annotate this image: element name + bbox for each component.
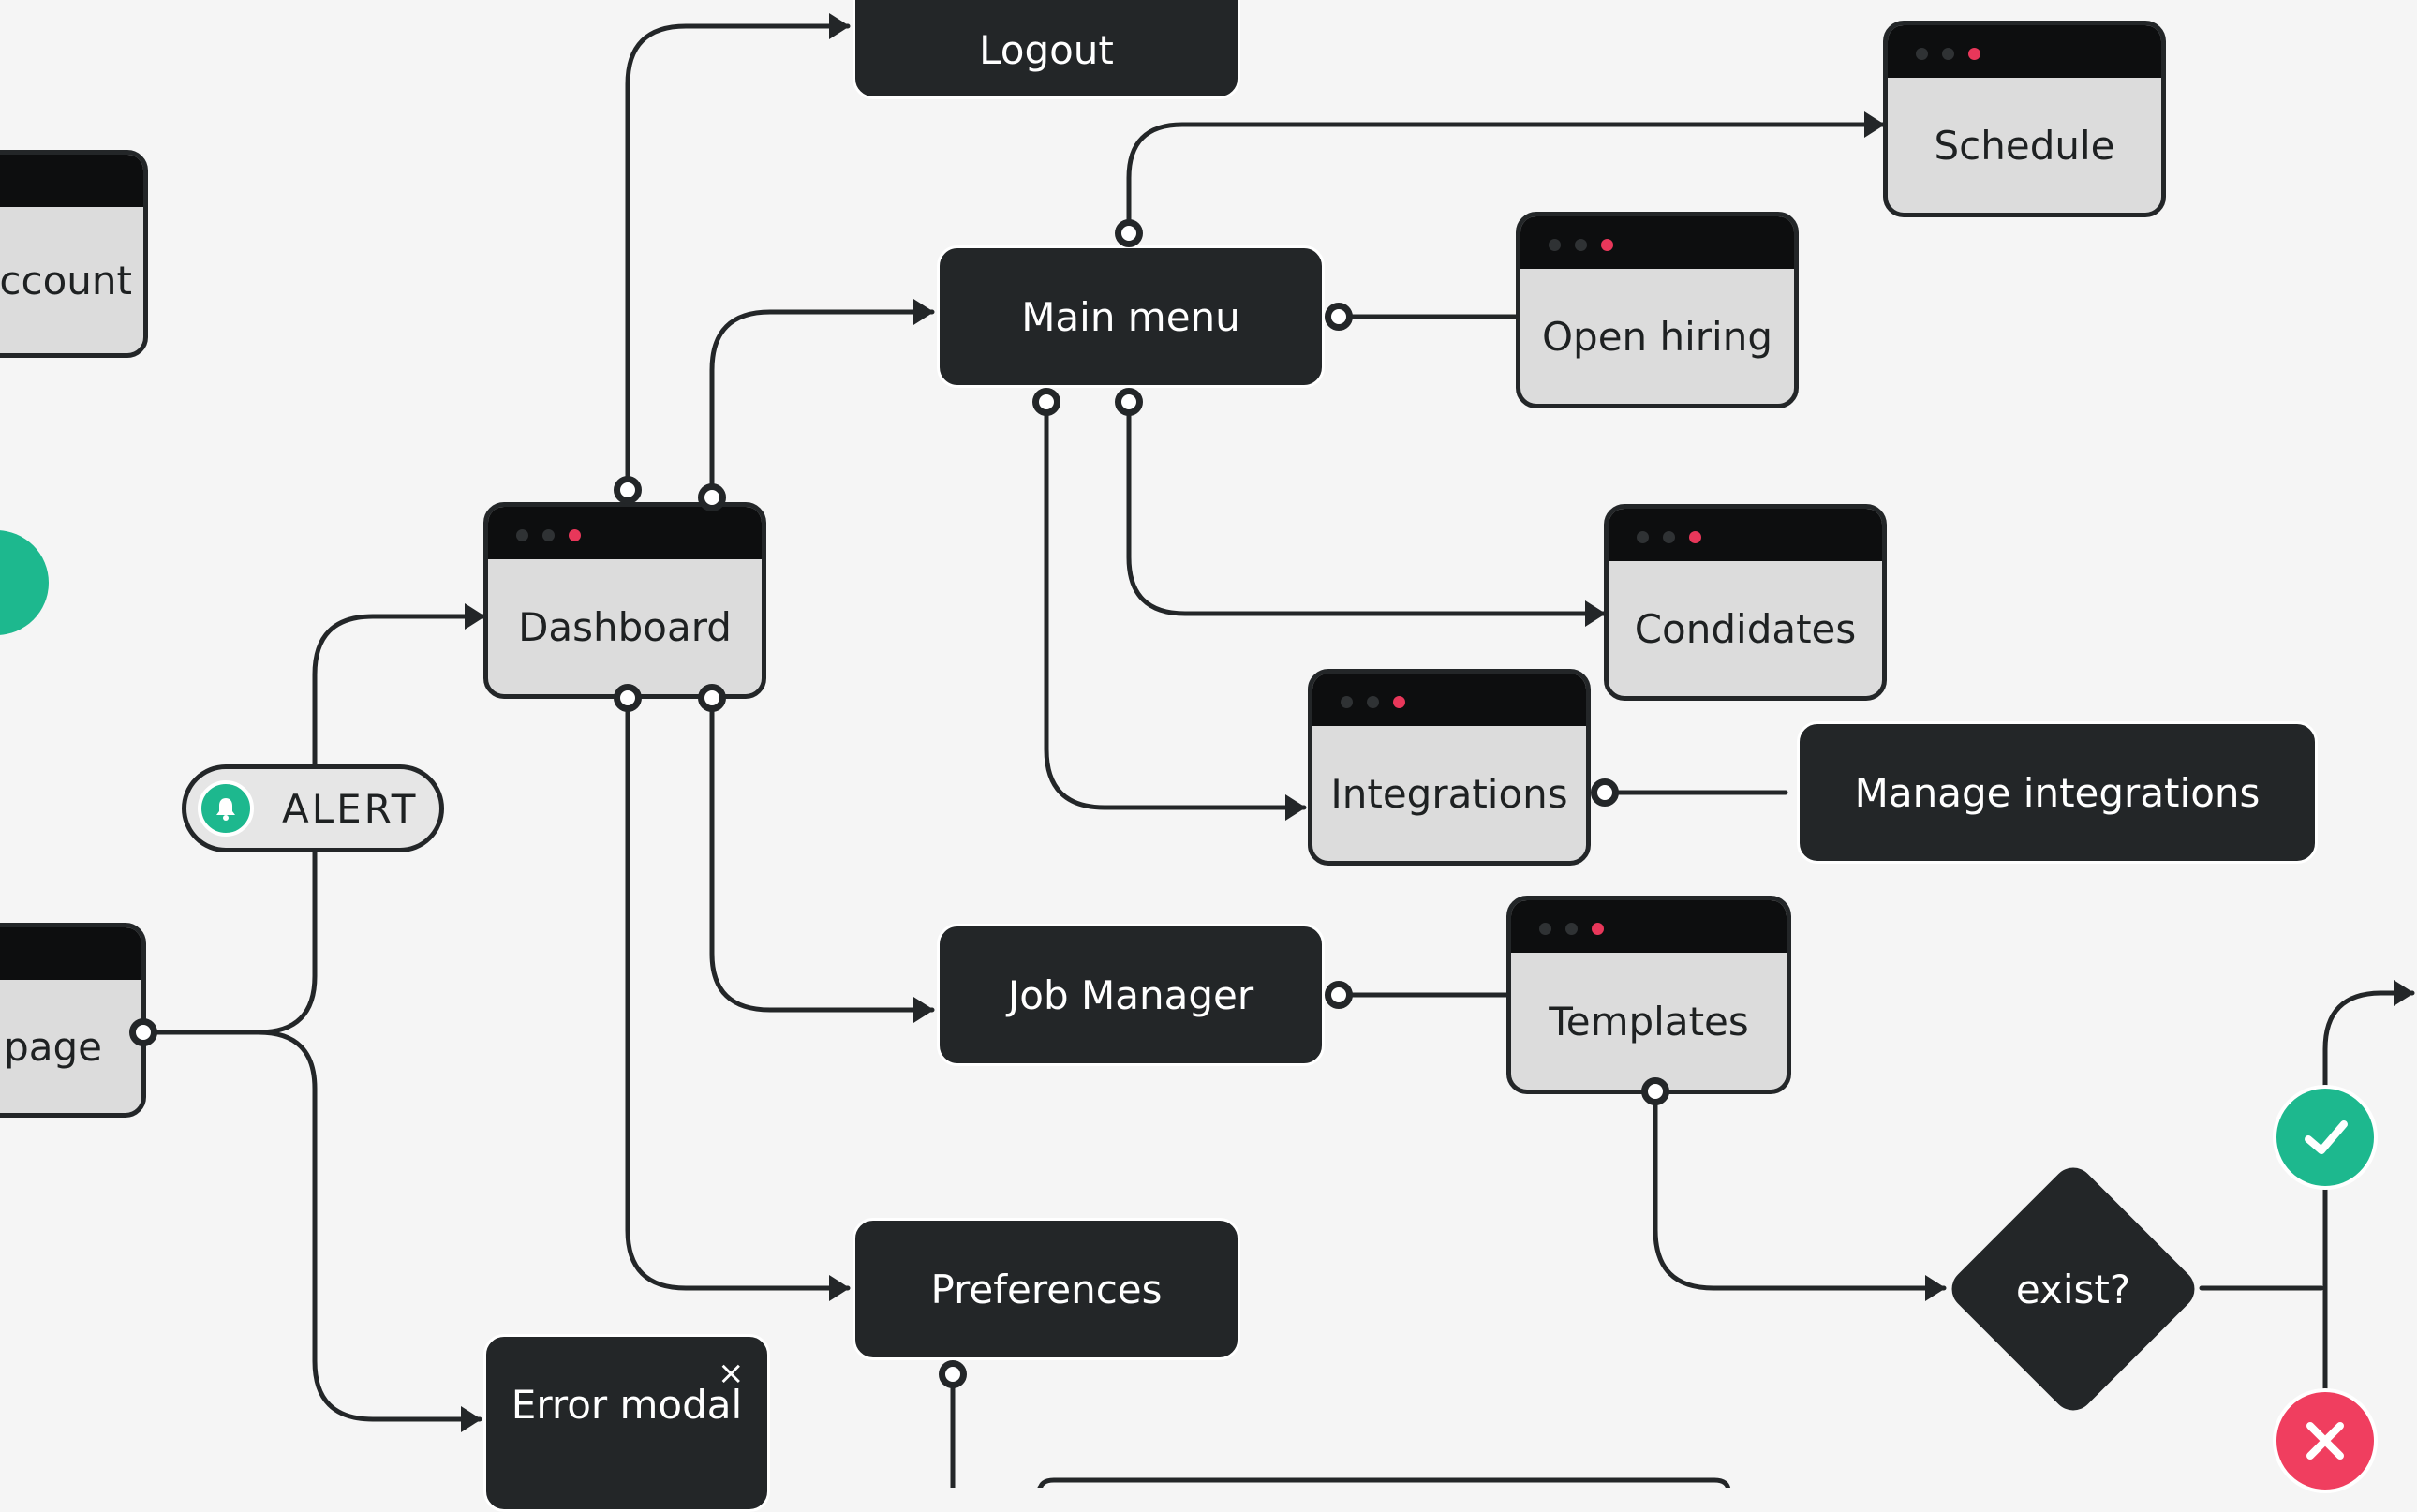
check-icon xyxy=(2305,1120,2348,1154)
node-label: Schedule xyxy=(1934,122,2115,169)
success-circle[interactable] xyxy=(2273,1085,2378,1190)
decision-label: exist? xyxy=(2015,1266,2131,1312)
window-node-schedule[interactable]: Schedule xyxy=(1883,21,2166,217)
port-mainmenu-bottom-right[interactable] xyxy=(1115,388,1143,416)
port-integrations-right[interactable] xyxy=(1591,778,1619,807)
alert-label: ALERT xyxy=(282,785,419,832)
node-job-manager[interactable]: Job Manager xyxy=(937,924,1325,1066)
port-mainmenu-bottom-left[interactable] xyxy=(1032,388,1060,416)
port-templates-bottom[interactable] xyxy=(1641,1077,1669,1105)
node-label: Condidates xyxy=(1634,605,1857,652)
cross-icon xyxy=(2306,1422,2344,1460)
node-logout[interactable]: Logout xyxy=(853,0,1240,99)
connector-page-alert xyxy=(140,845,318,1035)
node-main-menu[interactable]: Main menu xyxy=(937,245,1325,388)
port-preferences-bottom[interactable] xyxy=(939,1360,967,1388)
partial-node-bottom xyxy=(1037,1477,1731,1488)
window-node-integrations[interactable]: Integrations xyxy=(1308,669,1591,866)
connector-dashboard-jobmanager xyxy=(709,695,935,1023)
window-titlebar xyxy=(1312,674,1586,726)
node-label: Dashboard xyxy=(518,603,732,650)
window-node-templates[interactable]: Templates xyxy=(1506,896,1791,1094)
failure-circle[interactable] xyxy=(2273,1388,2378,1493)
window-titlebar xyxy=(0,155,143,207)
window-titlebar xyxy=(1511,900,1787,953)
window-node-page[interactable]: page xyxy=(0,923,146,1118)
connector-dashboard-preferences xyxy=(625,695,851,1301)
check-icon xyxy=(0,555,6,611)
node-error-modal[interactable]: Error modal xyxy=(483,1334,770,1512)
node-label: page xyxy=(4,1023,102,1070)
connector-mainmenu-integrations xyxy=(1044,398,1307,821)
connector-mainmenu-candidates xyxy=(1126,398,1607,627)
port-page-right[interactable] xyxy=(129,1018,157,1046)
window-titlebar xyxy=(488,507,762,559)
port-mainmenu-right[interactable] xyxy=(1325,303,1353,331)
connector-page-errormodal xyxy=(140,1030,482,1432)
port-dashboard-top-right[interactable] xyxy=(698,483,726,511)
window-node-dashboard[interactable]: Dashboard xyxy=(483,502,766,699)
bell-icon xyxy=(198,780,254,837)
window-titlebar xyxy=(1520,216,1794,269)
node-label: account xyxy=(0,257,132,304)
connector-mainmenu-schedule xyxy=(1126,111,1886,235)
window-titlebar xyxy=(0,927,141,980)
window-titlebar xyxy=(1888,25,2161,78)
port-dashboard-bottom-right[interactable] xyxy=(698,684,726,712)
port-jobmanager-right[interactable] xyxy=(1325,981,1353,1009)
alert-badge[interactable]: ALERT xyxy=(182,764,444,852)
node-label: Error modal xyxy=(511,1381,743,1428)
window-node-open-hiring[interactable]: Open hiring xyxy=(1516,212,1799,408)
node-label: Integrations xyxy=(1330,770,1568,817)
node-label: Open hiring xyxy=(1541,313,1773,360)
node-manage-integrations[interactable]: Manage integrations xyxy=(1797,721,2318,864)
port-dashboard-top-left[interactable] xyxy=(614,476,642,504)
connector-templates-exist xyxy=(1653,1089,1947,1301)
port-mainmenu-top[interactable] xyxy=(1115,219,1143,247)
node-preferences[interactable]: Preferences xyxy=(853,1218,1240,1360)
port-dashboard-bottom-left[interactable] xyxy=(614,684,642,712)
window-node-candidates[interactable]: Condidates xyxy=(1604,504,1887,701)
close-icon[interactable]: × xyxy=(718,1355,745,1392)
window-titlebar xyxy=(1609,509,1882,561)
connector-dashboard-mainmenu xyxy=(709,299,935,499)
connector-branch-vertical xyxy=(2322,980,2415,1399)
window-node-account[interactable]: account xyxy=(0,150,148,358)
node-label: Templates xyxy=(1549,998,1749,1045)
connector-alert-dashboard xyxy=(312,603,486,769)
connector-dashboard-logout xyxy=(625,13,851,492)
